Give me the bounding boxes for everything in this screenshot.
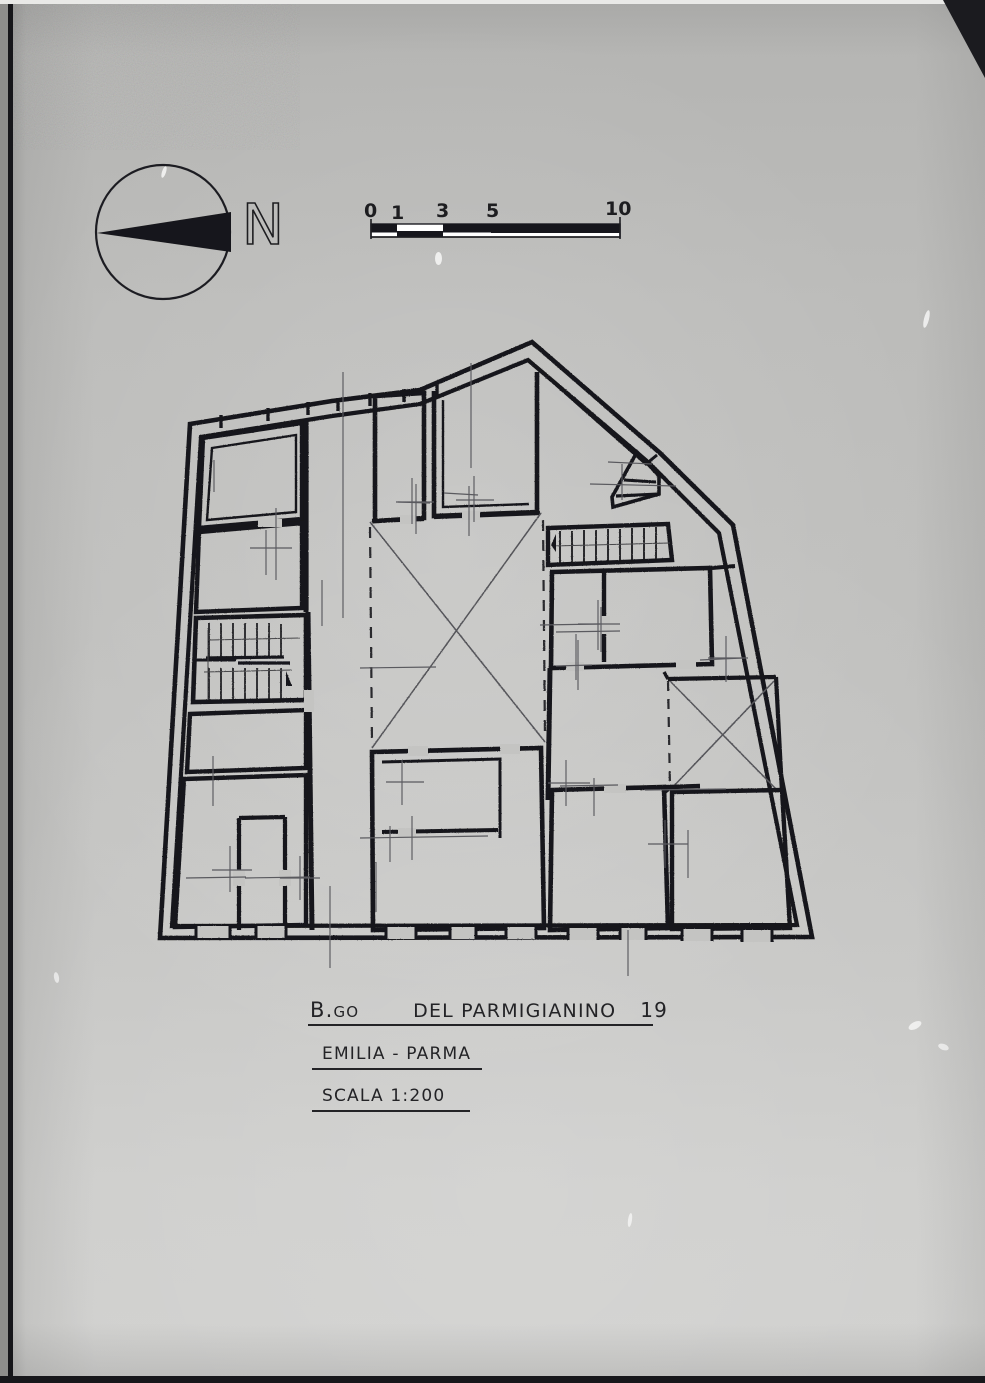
closet-sw bbox=[236, 814, 288, 930]
triangular-shaft bbox=[610, 448, 661, 510]
room-se-2 bbox=[669, 787, 793, 932]
room-sw-2 bbox=[172, 772, 309, 930]
room-se-1 bbox=[547, 784, 671, 933]
gable-inner-line bbox=[527, 358, 658, 466]
room-ne-1 bbox=[548, 565, 715, 671]
wall-spine-west bbox=[305, 611, 315, 931]
south-wall-openings bbox=[196, 926, 772, 942]
staircase-left bbox=[190, 612, 309, 705]
room-sw-1 bbox=[184, 707, 309, 775]
courtyard-east bbox=[666, 674, 785, 793]
plan-geometry bbox=[157, 339, 815, 942]
compass-rose-icon bbox=[94, 163, 232, 301]
stair-direction-arrow-right bbox=[551, 534, 556, 552]
north-wall-openings bbox=[219, 385, 439, 428]
room-nw-1 bbox=[196, 420, 305, 531]
room-nc-1 bbox=[372, 390, 427, 524]
outer-wall-perimeter bbox=[157, 339, 815, 941]
stair-direction-arrow bbox=[286, 671, 292, 686]
staircase-right bbox=[545, 521, 675, 568]
courtyard-central bbox=[368, 512, 547, 749]
room-nw-2 bbox=[193, 520, 305, 615]
outer-wall-inner-face bbox=[169, 357, 800, 929]
scale-bar bbox=[370, 217, 621, 239]
door-gaps-nc bbox=[400, 511, 480, 524]
room-sc-1 bbox=[369, 745, 547, 933]
dimension-annotations bbox=[185, 363, 748, 976]
